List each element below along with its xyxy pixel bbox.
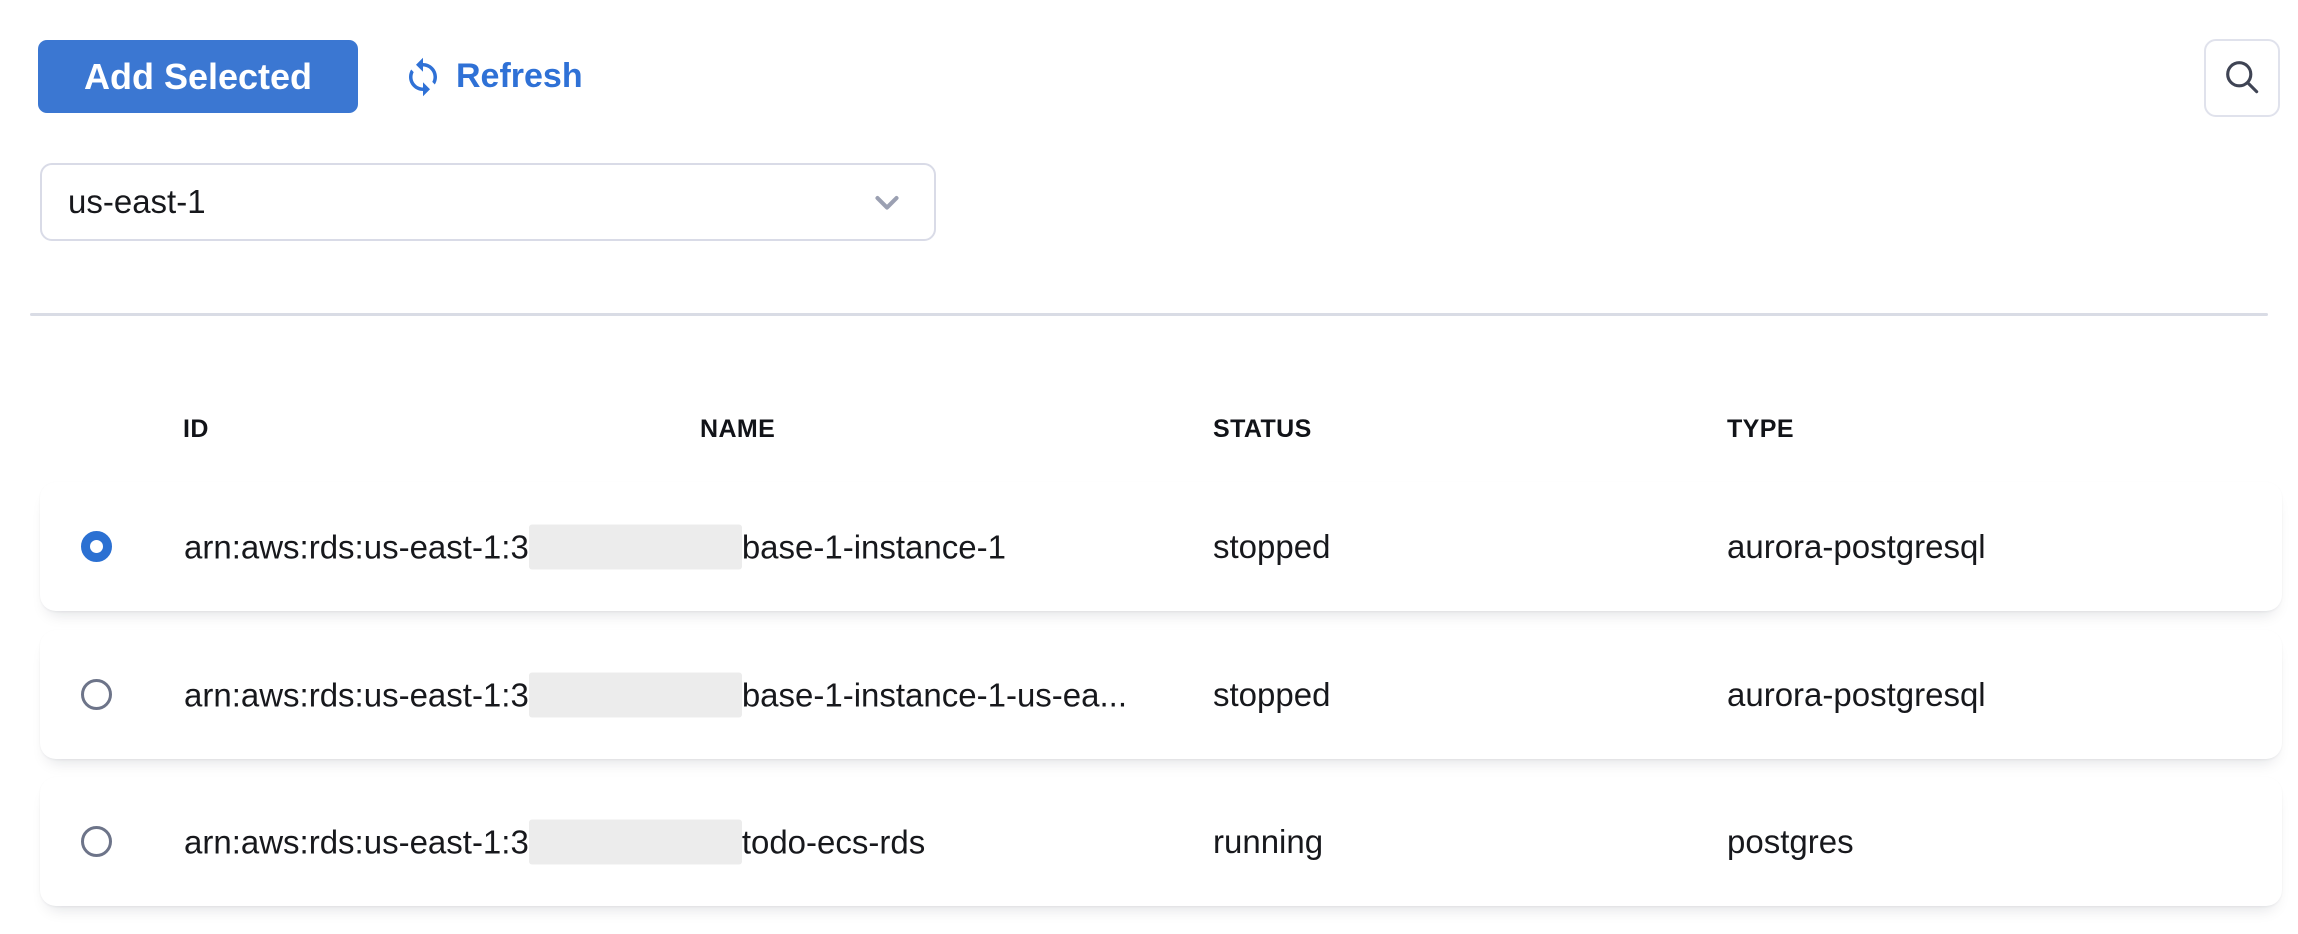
add-selected-button[interactable]: Add Selected xyxy=(38,40,358,113)
row-status-cell: running xyxy=(1213,822,1324,860)
region-select[interactable]: us-east-1 xyxy=(40,163,936,241)
row-radio[interactable] xyxy=(81,678,112,710)
section-divider xyxy=(30,313,2268,316)
search-button[interactable] xyxy=(2204,39,2280,117)
row-status-cell: stopped xyxy=(1213,675,1331,713)
row-type-cell: aurora-postgresql xyxy=(1727,527,1986,565)
row-type-cell: postgres xyxy=(1727,822,1854,860)
row-radio[interactable] xyxy=(81,530,112,562)
refresh-button[interactable]: Refresh xyxy=(402,40,583,113)
column-header-id: ID xyxy=(183,415,209,443)
column-header-status: STATUS xyxy=(1213,415,1312,443)
row-radio[interactable] xyxy=(81,825,112,857)
row-type-cell: aurora-postgresql xyxy=(1727,675,1986,713)
chevron-down-icon xyxy=(868,183,906,221)
row-status-cell: stopped xyxy=(1213,527,1331,565)
table-header-row: ID NAME STATUS TYPE xyxy=(0,415,2298,445)
redacted-account-id xyxy=(528,524,742,569)
column-header-type: TYPE xyxy=(1727,415,1794,443)
region-select-value: us-east-1 xyxy=(68,183,206,220)
sync-icon xyxy=(402,56,444,98)
refresh-label: Refresh xyxy=(456,57,583,95)
redacted-account-id xyxy=(528,672,742,717)
magnifier-icon xyxy=(2220,55,2264,102)
column-header-name: NAME xyxy=(700,415,776,443)
redacted-account-id xyxy=(528,819,742,864)
